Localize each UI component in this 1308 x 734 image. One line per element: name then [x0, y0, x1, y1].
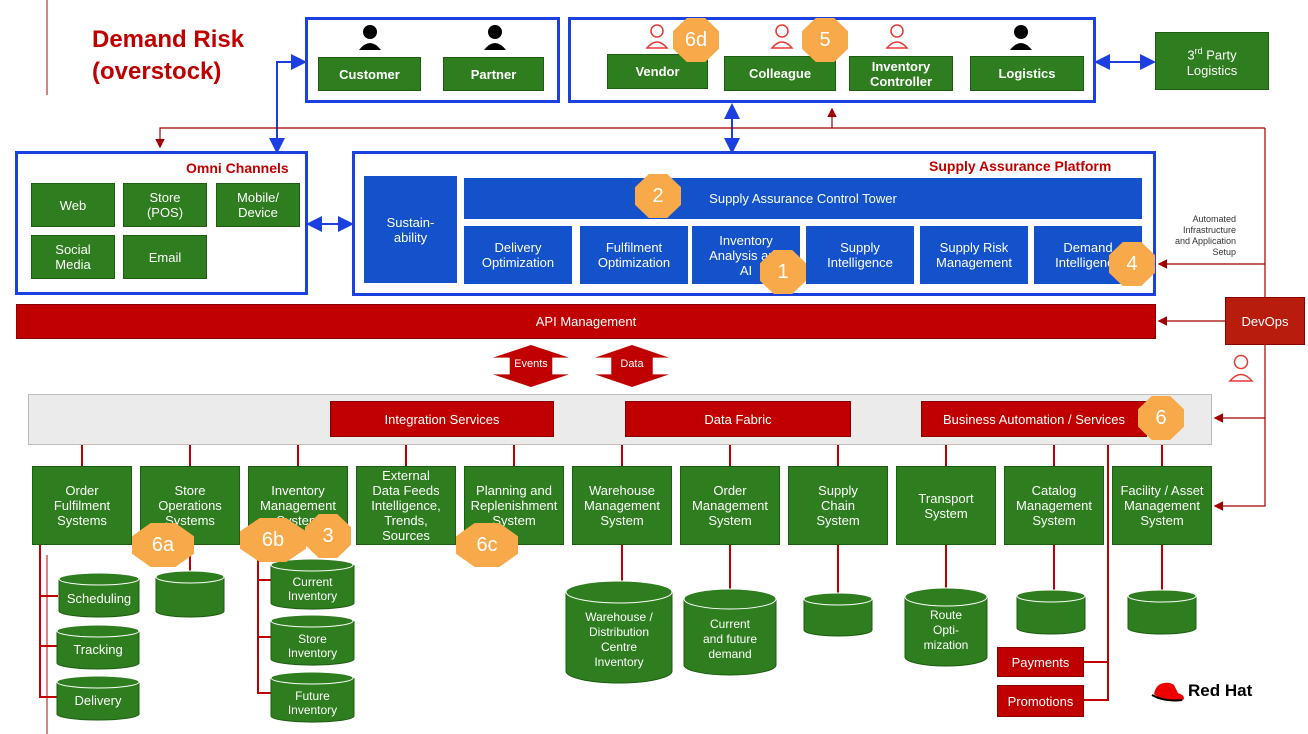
datastore-tracking-label: Tracking: [73, 642, 123, 657]
badge-2: 2: [635, 174, 681, 218]
system-order-management[interactable]: Order Management System: [680, 466, 780, 545]
system-external-data-feeds[interactable]: External Data Feeds Intelligence, Trends…: [356, 466, 456, 545]
payments-box[interactable]: Payments: [997, 647, 1084, 677]
person-outline-icon: [885, 23, 909, 49]
red-hat-text: Red Hat: [1188, 681, 1253, 700]
devops-box[interactable]: DevOps: [1225, 297, 1305, 345]
omni-email[interactable]: Email: [123, 235, 207, 279]
person-outline-icon: [645, 23, 669, 49]
person-icon: [1009, 24, 1033, 50]
control-tower-box[interactable]: Supply Assurance Control Tower: [464, 178, 1142, 219]
datastore-store-operations[interactable]: [155, 570, 225, 618]
system-catalog-management[interactable]: Catalog Management System: [1004, 466, 1104, 545]
supply-risk-management-box[interactable]: Supply Risk Management: [920, 226, 1028, 284]
datastore-current-inventory-label: Current Inventory: [287, 575, 338, 603]
person-outline-icon: [1228, 354, 1254, 382]
badge-6a: 6a: [132, 523, 194, 567]
datastore-warehouse-label: Warehouse / Distribution Centre Inventor…: [585, 610, 653, 669]
third-party-logistics-label: 3rd Party Logistics: [1186, 46, 1238, 78]
datastore-future-inventory[interactable]: [270, 671, 355, 723]
datastore-delivery[interactable]: [56, 675, 140, 721]
datastore-store-inventory[interactable]: [270, 614, 355, 666]
fulfilment-optimization-box[interactable]: Fulfilment Optimization: [580, 226, 688, 284]
badge-1: 1: [760, 250, 806, 294]
person-icon: [358, 24, 382, 50]
supply-intelligence-box[interactable]: Supply Intelligence: [806, 226, 914, 284]
inventory-controller-box[interactable]: Inventory Controller: [849, 56, 953, 91]
omni-social-media[interactable]: Social Media: [31, 235, 115, 279]
datastore-store-inventory-label: Store Inventory: [287, 632, 338, 660]
badge-3: 3: [305, 514, 351, 558]
partner-box[interactable]: Partner: [443, 57, 544, 91]
datastore-current-inventory[interactable]: [270, 558, 355, 610]
omni-mobile-device[interactable]: Mobile/ Device: [216, 183, 300, 227]
third-party-logistics-box[interactable]: 3rd Party Logistics: [1155, 32, 1269, 90]
integration-services-box[interactable]: Integration Services: [330, 401, 554, 437]
system-warehouse-management[interactable]: Warehouse Management System: [572, 466, 672, 545]
colleague-box[interactable]: Colleague: [724, 56, 836, 91]
system-facility-asset-management[interactable]: Facility / Asset Management System: [1112, 466, 1212, 545]
api-management-bar[interactable]: API Management: [16, 304, 1156, 339]
datastore-scheduling[interactable]: [58, 572, 140, 618]
badge-5: 5: [802, 18, 848, 62]
datastore-catalog[interactable]: [1016, 589, 1086, 635]
events-label: Events: [514, 358, 548, 370]
supply-assurance-platform-title: Supply Assurance Platform: [929, 158, 1112, 174]
datastore-facility[interactable]: [1127, 589, 1197, 635]
omni-web[interactable]: Web: [31, 183, 115, 227]
person-outline-icon: [770, 23, 794, 49]
datastore-route-optimization[interactable]: [904, 587, 988, 667]
delivery-optimization-box[interactable]: Delivery Optimization: [464, 226, 572, 284]
datastore-scheduling-label: Scheduling: [66, 591, 132, 606]
person-icon: [483, 24, 507, 50]
system-transport[interactable]: Transport System: [896, 466, 996, 545]
datastore-delivery-label: Delivery: [74, 693, 122, 708]
sustainability-box[interactable]: Sustain- ability: [364, 176, 457, 283]
customer-box[interactable]: Customer: [318, 57, 421, 91]
logistics-box[interactable]: Logistics: [970, 56, 1084, 91]
badge-6b: 6b: [240, 518, 306, 562]
promotions-box[interactable]: Promotions: [997, 685, 1084, 717]
page-title: Demand Risk (overstock): [92, 26, 245, 85]
omni-channels-title: Omni Channels: [186, 160, 289, 176]
data-fabric-box[interactable]: Data Fabric: [625, 401, 851, 437]
badge-4: 4: [1109, 242, 1155, 286]
datastore-demand[interactable]: [683, 588, 777, 676]
badge-6c: 6c: [456, 523, 518, 567]
datastore-tracking[interactable]: [56, 624, 140, 670]
system-planning-replenishment[interactable]: Planning and Replenishment System: [464, 466, 564, 545]
data-label: Data: [620, 358, 644, 370]
system-supply-chain[interactable]: Supply Chain System: [788, 466, 888, 545]
datastore-route-label: Route Opti- mization: [923, 608, 969, 652]
red-hat-logo: Red Hat: [1150, 677, 1270, 705]
automated-setup-note: Automated Infrastructure and Application…: [1174, 214, 1236, 257]
badge-6: 6: [1138, 396, 1184, 440]
datastore-future-inventory-label: Future Inventory: [287, 689, 338, 717]
datastore-supply-chain[interactable]: [803, 592, 873, 637]
omni-store-pos[interactable]: Store (POS): [123, 183, 207, 227]
system-order-fulfilment[interactable]: Order Fulfilment Systems: [32, 466, 132, 545]
datastore-warehouse-inventory[interactable]: [565, 580, 673, 684]
business-automation-box[interactable]: Business Automation / Services: [921, 401, 1147, 437]
datastore-demand-label: Current and future demand: [702, 617, 758, 661]
red-hat-icon: [1151, 682, 1184, 702]
badge-6d: 6d: [673, 18, 719, 62]
